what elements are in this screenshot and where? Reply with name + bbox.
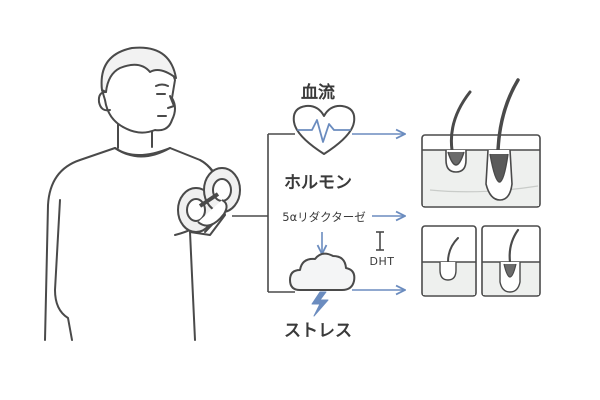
collar — [114, 147, 171, 156]
weakened-follicle-panel-1 — [421, 225, 477, 297]
label-dht: DHT — [370, 255, 395, 268]
tshirt-body — [44, 147, 226, 341]
dumbbell-icon — [177, 167, 241, 233]
label-blood-flow: 血流 — [301, 82, 335, 103]
lightning-bolt-icon — [311, 291, 329, 317]
eyebrow — [155, 83, 169, 87]
ear — [97, 91, 111, 112]
hair — [100, 46, 177, 93]
dht-marker — [376, 231, 384, 251]
flow-arrows — [322, 134, 405, 290]
storm-cloud-icon — [289, 252, 356, 291]
healthy-follicle-panel — [421, 78, 541, 208]
label-hormone: ホルモン — [284, 173, 352, 193]
person-illustration — [44, 46, 227, 341]
weakened-follicle-panel-2 — [481, 225, 541, 297]
flow-connectors — [232, 133, 295, 293]
left-arm — [54, 199, 73, 341]
heart-pulse-icon — [292, 104, 356, 155]
label-5a-reductase: 5αリダクターゼ — [282, 210, 365, 224]
label-stress: ストレス — [284, 321, 352, 341]
nose — [167, 95, 175, 109]
